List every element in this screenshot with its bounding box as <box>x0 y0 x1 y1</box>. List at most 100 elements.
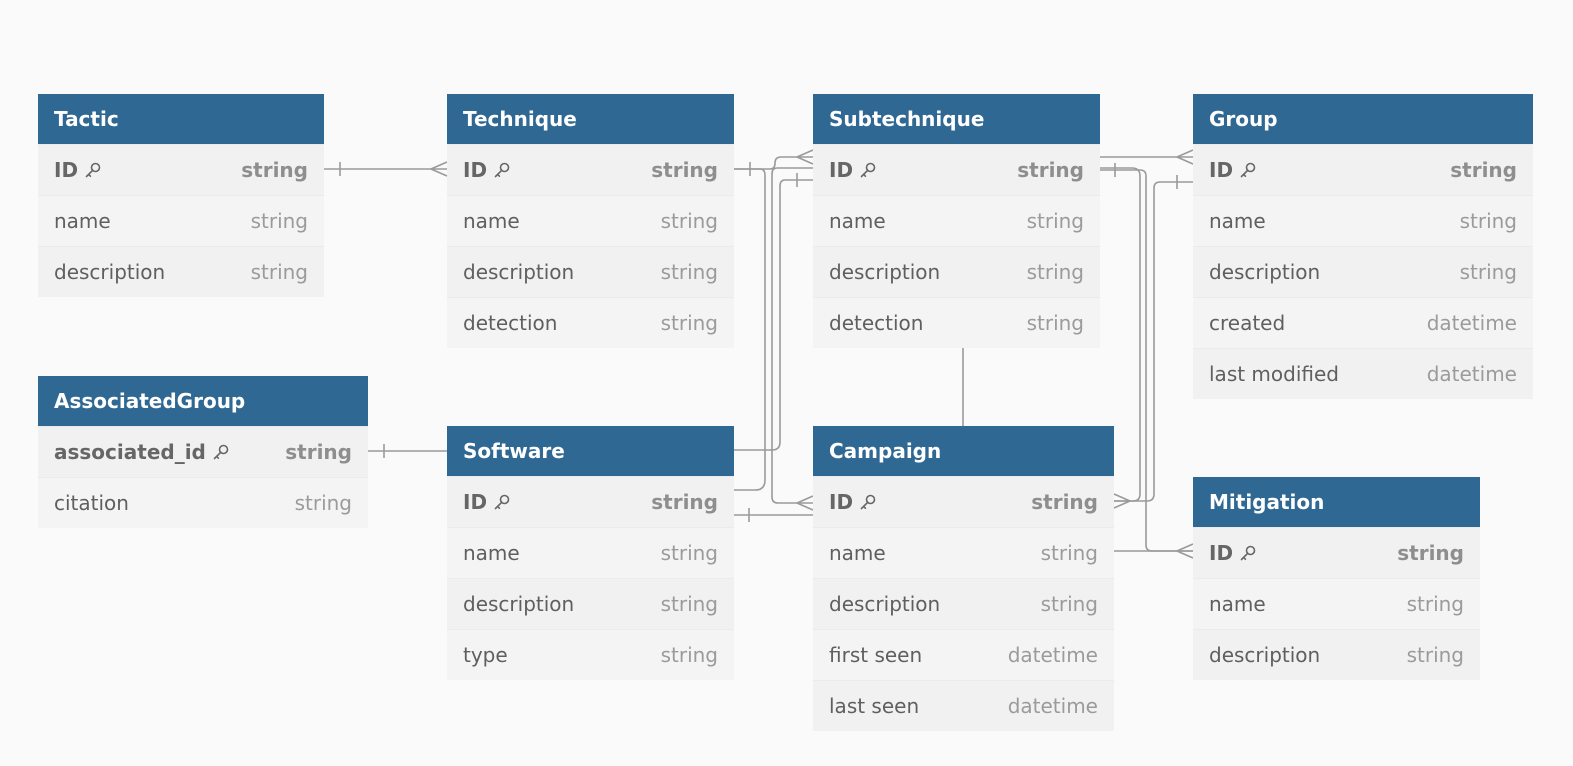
field-row[interactable]: associated_id string <box>38 426 368 477</box>
field-name: name <box>1209 592 1266 616</box>
field-row[interactable]: ID string <box>1193 527 1480 578</box>
field-type: string <box>285 440 352 464</box>
field-name-cell: name <box>1209 592 1266 616</box>
field-name: ID <box>829 490 854 514</box>
field-name: description <box>1209 643 1321 667</box>
field-row[interactable]: name string <box>813 527 1114 578</box>
field-type: string <box>660 643 718 667</box>
key-icon <box>212 443 230 461</box>
field-name: ID <box>54 158 79 182</box>
field-name-cell: description <box>1209 260 1320 284</box>
field-type: string <box>1040 541 1098 565</box>
field-type: string <box>1026 311 1084 335</box>
link-technique-software <box>734 168 766 491</box>
field-row[interactable]: last seen datetime <box>813 680 1114 731</box>
link-group-campaign <box>1114 181 1193 502</box>
key-icon <box>859 161 877 179</box>
key-icon <box>84 161 102 179</box>
field-name: last seen <box>829 694 920 718</box>
field-row[interactable]: description string <box>447 578 734 629</box>
field-type: string <box>241 158 308 182</box>
field-name: name <box>463 209 520 233</box>
field-name-cell: ID <box>829 158 877 182</box>
field-row[interactable]: created datetime <box>1193 297 1533 348</box>
link-technique-subtechnique <box>734 156 813 170</box>
field-row[interactable]: description string <box>1193 246 1533 297</box>
entity-title: Software <box>447 426 734 476</box>
field-type: datetime <box>1007 694 1098 718</box>
field-name-cell: name <box>463 209 520 233</box>
field-type: string <box>294 491 352 515</box>
field-name: citation <box>54 491 129 515</box>
field-row[interactable]: type string <box>447 629 734 680</box>
field-type: string <box>1026 209 1084 233</box>
field-name-cell: name <box>54 209 111 233</box>
field-type: string <box>1040 592 1098 616</box>
field-type: datetime <box>1426 311 1517 335</box>
entity-title: Group <box>1193 94 1533 144</box>
field-name-cell: description <box>829 260 940 284</box>
field-name: ID <box>463 490 488 514</box>
field-name: description <box>463 592 575 616</box>
field-name-cell: type <box>463 643 508 667</box>
field-name-cell: name <box>829 541 886 565</box>
field-type: string <box>660 311 718 335</box>
field-name: associated_id <box>54 440 206 464</box>
field-name: created <box>1209 311 1286 335</box>
field-type: string <box>1459 260 1517 284</box>
field-name-cell: description <box>463 260 574 284</box>
field-name: description <box>463 260 575 284</box>
field-name-cell: ID <box>1209 541 1257 565</box>
link-subtechnique-campaign <box>771 167 813 504</box>
field-name-cell: ID <box>829 490 877 514</box>
field-name-cell: description <box>1209 643 1320 667</box>
entity-title: Mitigation <box>1193 477 1480 527</box>
field-name: name <box>54 209 111 233</box>
field-name-cell: citation <box>54 491 129 515</box>
field-name-cell: description <box>54 260 165 284</box>
field-type: string <box>1397 541 1464 565</box>
field-name: name <box>463 541 520 565</box>
field-name: type <box>463 643 508 667</box>
field-type: string <box>660 592 718 616</box>
field-name-cell: last seen <box>829 694 919 718</box>
field-row[interactable]: ID string <box>38 144 324 195</box>
field-row[interactable]: citation string <box>38 477 368 528</box>
field-name: ID <box>463 158 488 182</box>
field-name-cell: ID <box>54 158 102 182</box>
field-name-cell: first seen <box>829 643 922 667</box>
link-many-marker <box>1176 543 1194 559</box>
